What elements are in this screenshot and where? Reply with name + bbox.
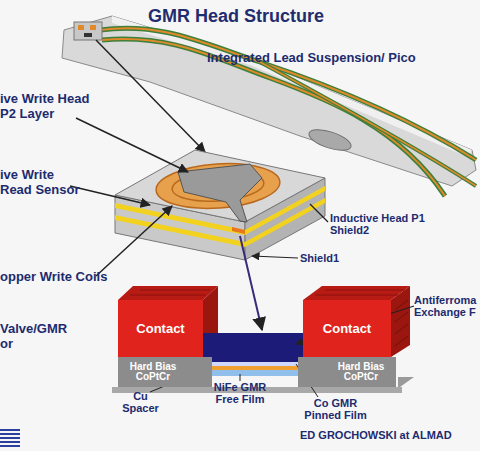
node-text: Hard Bias CoPtCr [332, 362, 390, 383]
contact-block: Contact [303, 300, 391, 357]
part-label: Integrated Lead Suspension/ Pico [207, 51, 479, 66]
logo-stripe [0, 433, 20, 435]
layer-label: NiFe GMR Free Film [204, 381, 276, 406]
read-sensor [232, 227, 245, 234]
node-text: Hard Bias CoPtCr [124, 362, 182, 383]
contact-stripe [395, 312, 408, 322]
leader-line [240, 374, 241, 381]
logo-stripe [0, 441, 20, 443]
chip-top-face [115, 150, 325, 222]
contact-stripe [395, 324, 408, 334]
layer-label: Cu Spacer [118, 390, 163, 415]
suspension-hole [307, 126, 354, 155]
part-label: Antiferroma Exchange F [414, 294, 480, 319]
contact-block: Contact [118, 300, 203, 357]
lead-trace [260, 62, 476, 186]
logo-stripe [0, 437, 20, 439]
diagram-title: GMR Head Structure [148, 6, 324, 26]
lead-trace [100, 28, 476, 160]
part-label: Inductive Head P1 Shield2 [330, 212, 435, 237]
contact-stripe [130, 295, 206, 296]
lead-conductor [260, 62, 476, 186]
logo-stripe [0, 429, 20, 431]
contact-stripe [325, 290, 405, 291]
part-label: ive Write Head P2 Layer [0, 92, 100, 121]
spacer-layer [203, 366, 303, 370]
slider [74, 22, 102, 40]
contact-stripe [395, 336, 408, 346]
pinned-layer [203, 362, 303, 366]
part-label: ive Write Read Sensor [0, 168, 85, 197]
node-text: Contact [323, 322, 371, 336]
shield-layer [115, 215, 245, 247]
slider-pad [90, 25, 96, 30]
credit-text: ED GROCHOWSKI at ALMAD [300, 429, 478, 441]
leader-line [96, 206, 172, 276]
slider-head [84, 33, 92, 37]
leader-line [70, 186, 150, 205]
node-text: Contact [136, 322, 184, 336]
hard-bias-band: Hard Bias CoPtCr [298, 357, 396, 387]
part-label: Valve/GMR or [0, 322, 75, 351]
leader-line [252, 256, 298, 258]
logo-stripe [0, 445, 20, 447]
leader-line [76, 118, 188, 172]
leader-line [310, 204, 328, 222]
part-label: opper Write Coils [0, 270, 130, 285]
p2-pole [178, 164, 262, 222]
contact-stripe [315, 295, 398, 296]
free-layer [203, 370, 303, 376]
part-label: Shield1 [300, 252, 360, 264]
contact-top [118, 286, 218, 300]
lead-conductor [100, 28, 476, 160]
layer-label: Co GMR Pinned Film [298, 397, 373, 422]
contact-stripe [140, 290, 210, 291]
contact-side [391, 286, 410, 357]
slider-pad [78, 25, 84, 30]
antiferromagnet-layer [203, 333, 303, 362]
leader-line [240, 236, 262, 330]
hard-bias-band: Hard Bias CoPtCr [118, 357, 212, 387]
